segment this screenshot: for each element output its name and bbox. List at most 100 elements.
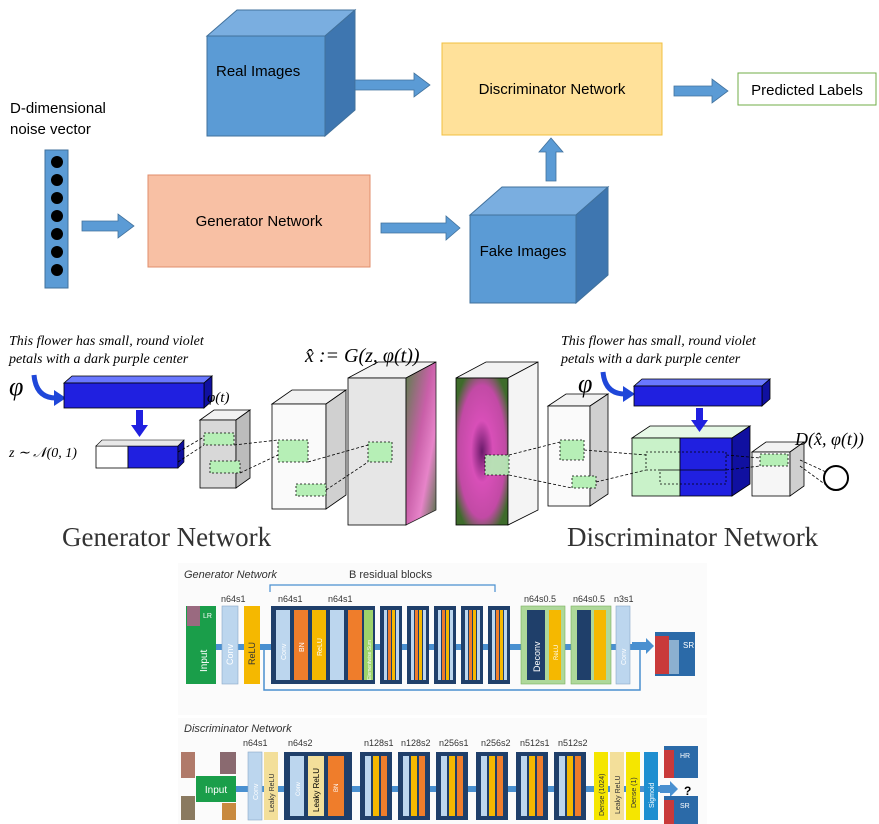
svg-text:ReLU: ReLU <box>554 645 560 660</box>
d-label: D(x̂, φ(t)) <box>794 429 864 450</box>
fake-images-cube: Fake Images <box>468 185 610 305</box>
svg-text:SR: SR <box>680 803 690 810</box>
disc-lrelu-final <box>610 752 624 820</box>
gen-input-label: Input <box>199 650 210 672</box>
svg-text:Conv: Conv <box>253 783 260 800</box>
generator-deconv-layers <box>198 361 437 526</box>
gen-relu-1 <box>244 606 260 684</box>
real-images-label: Real Images <box>216 63 300 80</box>
gen-conv-1 <box>221 605 239 685</box>
b-residual-label: B residual blocks <box>349 569 433 581</box>
svg-text:Leaky ReLU: Leaky ReLU <box>615 775 622 814</box>
svg-text:Input: Input <box>205 785 227 796</box>
phi-left: φ <box>9 372 23 401</box>
gen-tag-2: n64s1 <box>278 594 303 604</box>
svg-text:n128s1: n128s1 <box>364 738 394 748</box>
svg-text:HR: HR <box>680 753 690 760</box>
disc-sigmoid <box>644 752 658 820</box>
gan-diagram: D-dimensional noise vector Real Images D… <box>10 8 877 305</box>
t2i-generator-title: Generator Network <box>62 522 272 552</box>
svg-text:Conv: Conv <box>225 643 235 665</box>
gen-tag-5: n64s0.5 <box>573 594 605 604</box>
svg-text:n128s2: n128s2 <box>401 738 431 748</box>
phi-t-label: φ(t) <box>207 390 229 406</box>
text-embedding-right <box>633 385 763 407</box>
noise-label-line2: noise vector <box>10 121 91 138</box>
gen-tag-3: n64s1 <box>328 594 353 604</box>
gen-tag-6: n3s1 <box>614 594 634 604</box>
gen-tag-4: n64s0.5 <box>524 594 556 604</box>
z-label: z ∼ 𝒩(0, 1) <box>8 446 77 461</box>
discriminator-connections <box>508 441 827 489</box>
discriminator-output-node <box>823 465 849 491</box>
noise-vector-dots <box>51 156 63 276</box>
t2i-discriminator-title: Discriminator Network <box>567 522 819 552</box>
gen-residual-blocks-collapsed <box>380 606 510 684</box>
generator-connections <box>177 436 369 491</box>
sr-label: SR <box>683 641 694 650</box>
generator-box <box>147 174 371 268</box>
svg-text:ReLU: ReLU <box>317 638 324 656</box>
text-to-image-diagram: This flower has small, round violet peta… <box>8 334 864 552</box>
svg-text:n64s1: n64s1 <box>243 738 268 748</box>
gen-conv-final <box>615 605 631 685</box>
svg-text:Conv: Conv <box>621 648 628 665</box>
svg-text:n512s2: n512s2 <box>558 738 588 748</box>
caption-left-line1: This flower has small, round violet <box>9 334 205 349</box>
real-images-cube: Real Images <box>205 8 357 138</box>
question-mark: ? <box>684 784 691 798</box>
srgan-diagram: Generator Network B residual blocks n64s… <box>178 563 707 824</box>
svg-text:n256s1: n256s1 <box>439 738 469 748</box>
disc-dense-1 <box>626 752 640 820</box>
svg-text:n64s2: n64s2 <box>288 738 313 748</box>
noise-to-generator-arrow <box>81 213 135 239</box>
phi-right: φ <box>578 369 592 398</box>
svg-text:Leaky ReLU: Leaky ReLU <box>269 773 276 812</box>
fake-images-label: Fake Images <box>480 243 567 260</box>
disc-lrelu-1 <box>264 752 278 820</box>
phi-left-arrow <box>31 374 57 401</box>
svg-text:Sigmoid: Sigmoid <box>649 783 656 808</box>
real-to-discriminator-arrow <box>354 72 431 98</box>
discriminator-to-labels-arrow <box>673 78 729 104</box>
caption-right-line2: petals with a dark purple center <box>560 352 741 367</box>
svg-text:Conv: Conv <box>296 782 302 796</box>
discriminator-conv-layers <box>455 361 806 526</box>
discriminator-box <box>441 42 663 136</box>
svg-text:Conv: Conv <box>281 643 288 660</box>
svg-text:ReLU: ReLU <box>247 642 257 665</box>
predicted-labels-box <box>737 72 877 106</box>
svg-text:n512s1: n512s1 <box>520 738 550 748</box>
svg-text:Dense (1): Dense (1) <box>631 777 638 808</box>
disc-input-layer <box>196 776 236 802</box>
svg-text:Leaky ReLU: Leaky ReLU <box>312 768 321 812</box>
svg-text:BN: BN <box>334 784 340 792</box>
generator-to-fake-arrow <box>380 215 461 241</box>
gen-tag-1: n64s1 <box>221 594 246 604</box>
disc-blocks-collapsed <box>360 752 586 820</box>
svg-text:n256s2: n256s2 <box>481 738 511 748</box>
predicted-labels-label: Predicted Labels <box>751 82 863 99</box>
caption-left-line2: petals with a dark purple center <box>8 352 189 367</box>
gen-tags: n64s1 n64s1 n64s1 n64s0.5 n64s0.5 n3s1 <box>221 594 634 604</box>
lr-label: LR <box>203 613 212 620</box>
srgan-disc-title: Discriminator Network <box>184 723 292 735</box>
fake-to-discriminator-arrow <box>538 137 564 182</box>
disc-tags: n64s1 n64s2 n128s1 n128s2 n256s1 n256s2 … <box>243 738 588 748</box>
noise-z <box>95 445 129 469</box>
generator-label: Generator Network <box>196 213 323 230</box>
svg-text:BN: BN <box>299 642 306 652</box>
svg-text:Dense (1024): Dense (1024) <box>599 774 606 816</box>
disc-conv-1 <box>247 751 263 821</box>
srgan-gen-title: Generator Network <box>184 569 277 581</box>
x-hat-label: x̂ := G(z, φ(t)) <box>304 345 420 367</box>
disc-dense-1024 <box>594 752 608 820</box>
text-embedding-left <box>63 382 205 409</box>
gan-arrows <box>81 72 729 241</box>
noise-label-line1: D-dimensional <box>10 100 106 117</box>
caption-right-line1: This flower has small, round violet <box>561 334 757 349</box>
discriminator-label: Discriminator Network <box>479 81 626 98</box>
svg-text:Deconv: Deconv <box>532 641 542 672</box>
embedding-compressed <box>127 445 179 469</box>
